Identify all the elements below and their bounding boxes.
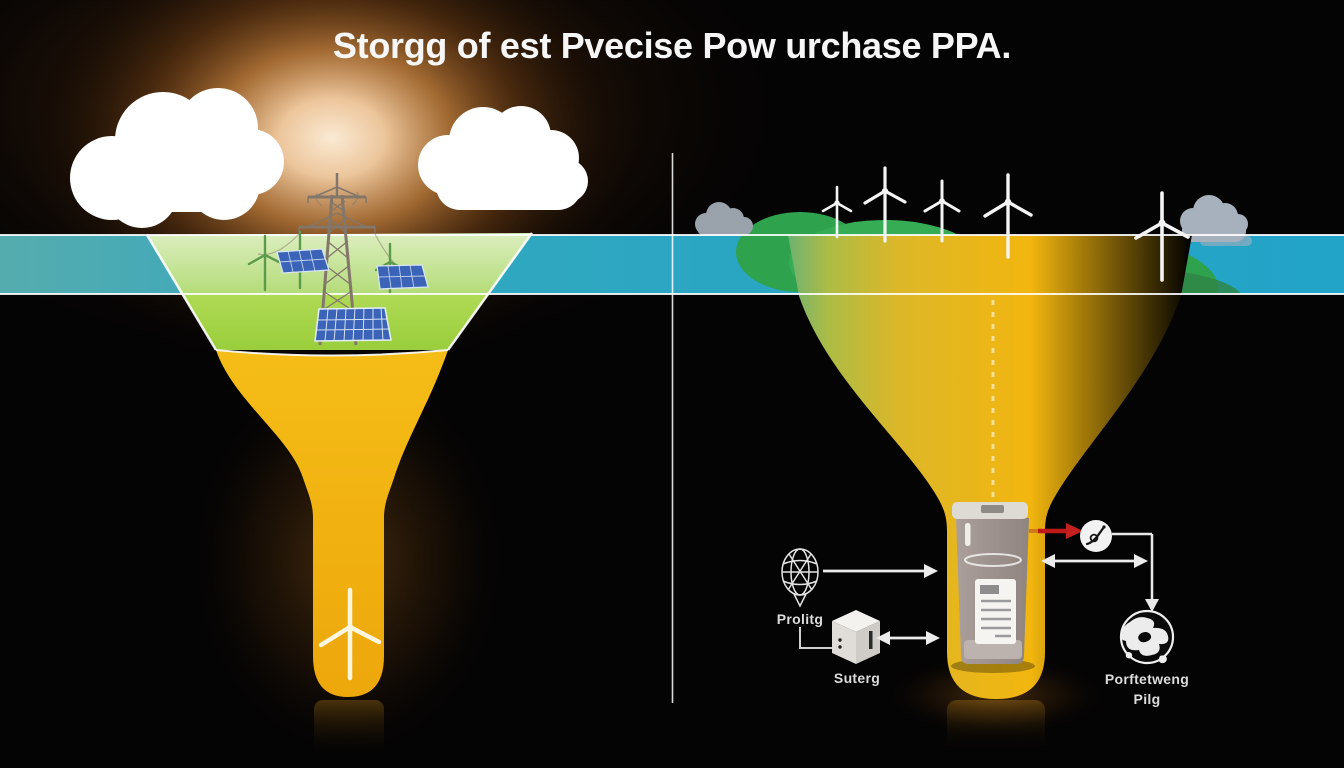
solar-panel-icon: [314, 307, 392, 342]
red-arrow: [1029, 523, 1083, 539]
globe-icon: [1119, 609, 1175, 665]
grid-label-line2: Pilg: [1133, 691, 1161, 708]
grid-label-line1: Porftetweng: [1104, 671, 1190, 687]
page-title: Storgg of est Pvecise Pow urchase PPA.: [332, 25, 1012, 66]
producer-label: Prolitg: [776, 611, 824, 627]
battery-storage-icon: [951, 502, 1035, 673]
cloud-icon: [418, 106, 588, 210]
storage-label: Suterg: [833, 670, 881, 686]
cloud-icon: [70, 88, 284, 228]
right-funnel-reflection: [947, 700, 1045, 752]
solar-panel-icon: [376, 264, 429, 290]
label-connector: [799, 627, 832, 649]
left-funnel-edges: [145, 232, 534, 357]
left-funnel-upper-green: [147, 233, 532, 294]
cloud-icon: [695, 202, 753, 236]
double-arrow: [1041, 554, 1148, 568]
balloon-icon: [781, 548, 819, 608]
pen-circle-icon: [1080, 520, 1112, 552]
right-grey-clouds: [695, 195, 1252, 246]
wind-turbine-icon: [821, 166, 1190, 282]
wind-turbine-glyph-icon: [318, 587, 382, 681]
solar-panel-icon: [276, 248, 330, 274]
left-funnel: [216, 350, 448, 697]
grid-label: Porftetweng Pilg: [1105, 669, 1189, 710]
document-icon: [975, 579, 1016, 644]
left-funnel-reflection: [314, 700, 384, 758]
right-funnel: [788, 235, 1192, 699]
storage-double-arrow: [876, 631, 940, 645]
cloud-icon: [1180, 195, 1252, 246]
connector-to-globe: [1112, 532, 1159, 612]
balloon-arrow: [823, 564, 938, 578]
storage-box-icon: [832, 610, 880, 664]
